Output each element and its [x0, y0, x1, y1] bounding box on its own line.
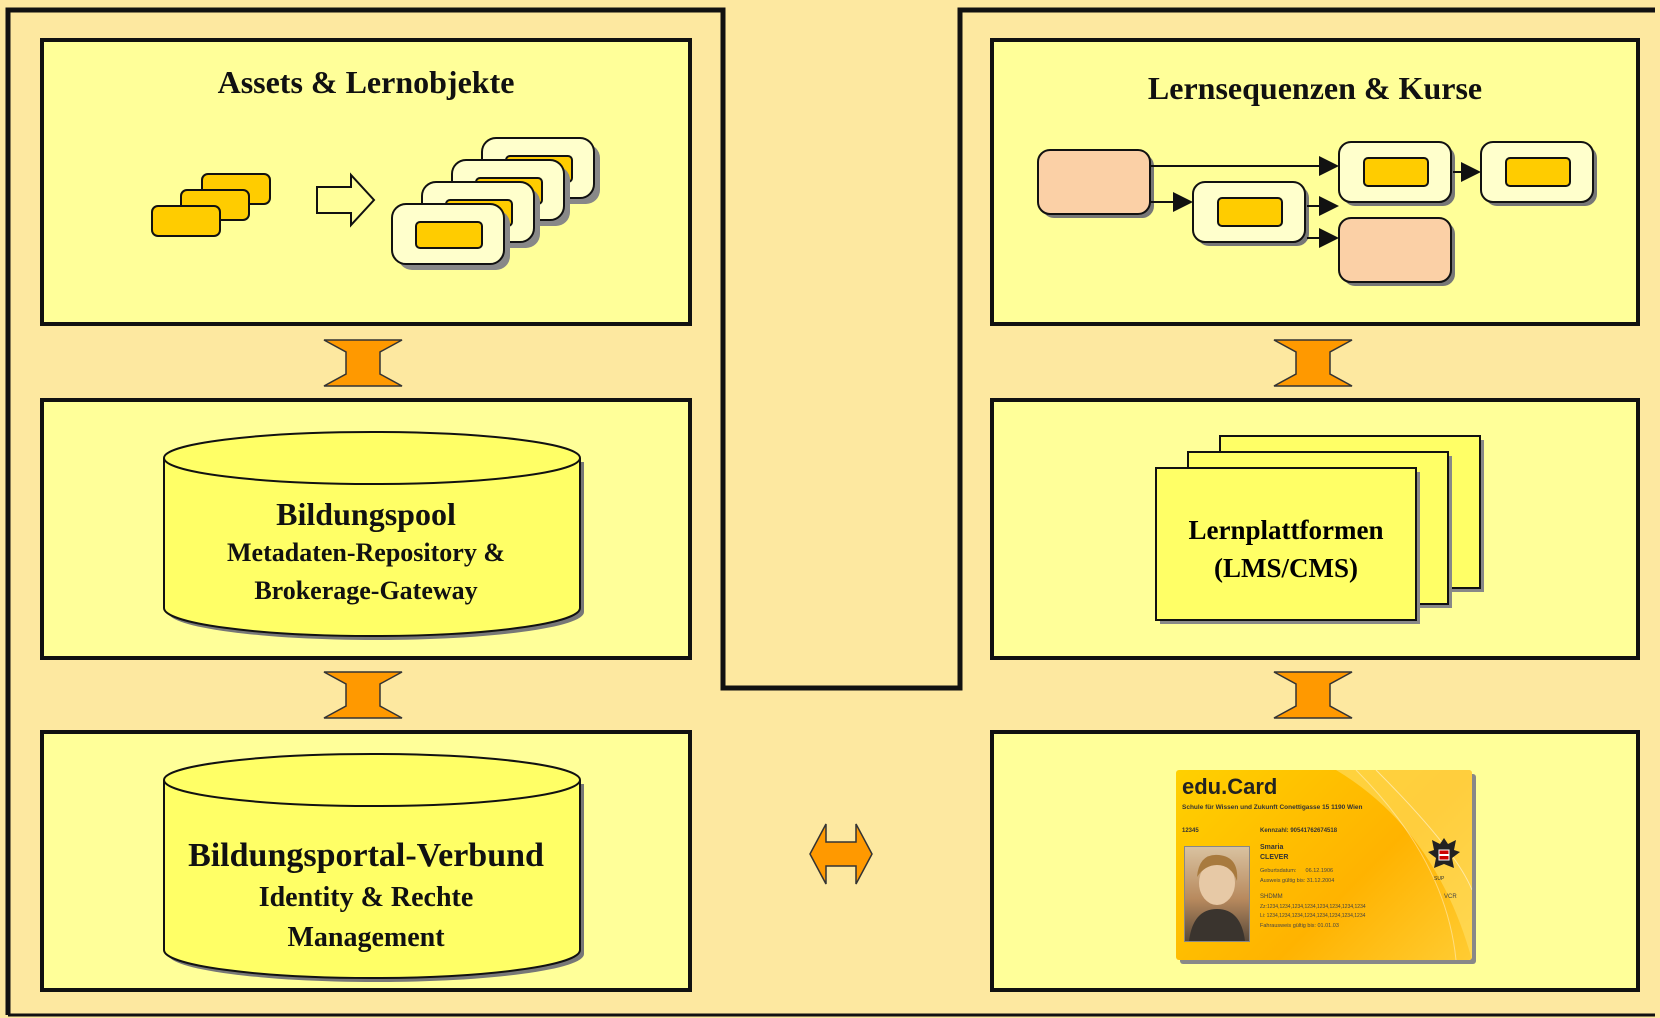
educard-fahr: Fahrausweis gültig bis: 01.01.03	[1260, 923, 1339, 929]
pool-line2: Brokerage-Gateway	[254, 576, 478, 605]
educard-org-right: VCR	[1444, 894, 1457, 900]
platforms-panel: Lernplattformen (LMS/CMS)	[990, 398, 1640, 660]
educard-org: SHDMM	[1260, 894, 1283, 900]
pool-cylinder	[163, 431, 584, 640]
platforms-stack	[1155, 435, 1484, 624]
portal-panel: Bildungsportal-Verbund Identity & Rechte…	[40, 730, 692, 992]
educard-id: 12345	[1182, 828, 1199, 834]
photo-avatar	[1184, 846, 1250, 942]
sequences-flow	[1037, 141, 1597, 286]
double-arrow-icon	[323, 671, 403, 719]
educard-school: Schule für Wissen und Zukunft Conettigas…	[1182, 804, 1363, 811]
double-arrow-icon	[323, 339, 403, 387]
educard-panel: edu.Card Schule für Wissen und Zukunft C…	[990, 730, 1640, 992]
sequences-panel: Lernsequenzen & Kurse	[990, 38, 1640, 326]
portal-line2: Management	[287, 922, 445, 953]
educard-brand: edu.Card	[1182, 774, 1278, 799]
educard-swoosh	[1336, 770, 1472, 960]
right-arrow-icon	[316, 172, 376, 228]
pool-panel: Bildungspool Metadaten-Repository & Brok…	[40, 398, 692, 660]
educard-birth: Geburtsdatum: 06.12.1906	[1260, 868, 1334, 874]
educard-kennzahl: Kennzahl: 90541762674518	[1260, 828, 1338, 834]
educard-code1: Zz:1234,1234,1234,1234,1234,1234,1234,12…	[1260, 904, 1366, 910]
platforms-line2: (LMS/CMS)	[1214, 552, 1358, 583]
educard-first-name: Smaria	[1260, 844, 1284, 851]
pool-line1: Metadaten-Repository &	[227, 538, 505, 567]
platforms-line1: Lernplattformen	[1188, 515, 1384, 545]
portal-title: Bildungsportal-Verbund	[188, 837, 544, 874]
educard-stamp: SUP	[1434, 876, 1445, 882]
assets-title: Assets & Lernobjekte	[217, 64, 515, 100]
person-photo-icon	[1189, 854, 1245, 941]
assets-illustration	[151, 137, 600, 270]
portal-cylinder	[163, 753, 584, 982]
educard-code2: Li: 1234,1234,1234,1234,1234,1234,1234,1…	[1260, 913, 1366, 919]
horizontal-double-arrow-icon	[809, 823, 873, 885]
educard: edu.Card Schule für Wissen und Zukunft C…	[1176, 770, 1472, 960]
double-arrow-icon	[1273, 671, 1353, 719]
sequences-title: Lernsequenzen & Kurse	[1147, 70, 1483, 106]
educard-last-name: CLEVER	[1260, 854, 1289, 861]
educard-valid: Ausweis gültig bis: 31.12.2004	[1260, 878, 1335, 884]
pool-title: Bildungspool	[276, 496, 456, 532]
double-arrow-icon	[1273, 339, 1353, 387]
eagle-emblem-icon	[1428, 838, 1460, 868]
platforms-text: Lernplattformen (LMS/CMS)	[1156, 512, 1416, 588]
assets-panel: Assets & Lernobjekte	[40, 38, 692, 326]
portal-line1: Identity & Rechte	[258, 882, 474, 913]
